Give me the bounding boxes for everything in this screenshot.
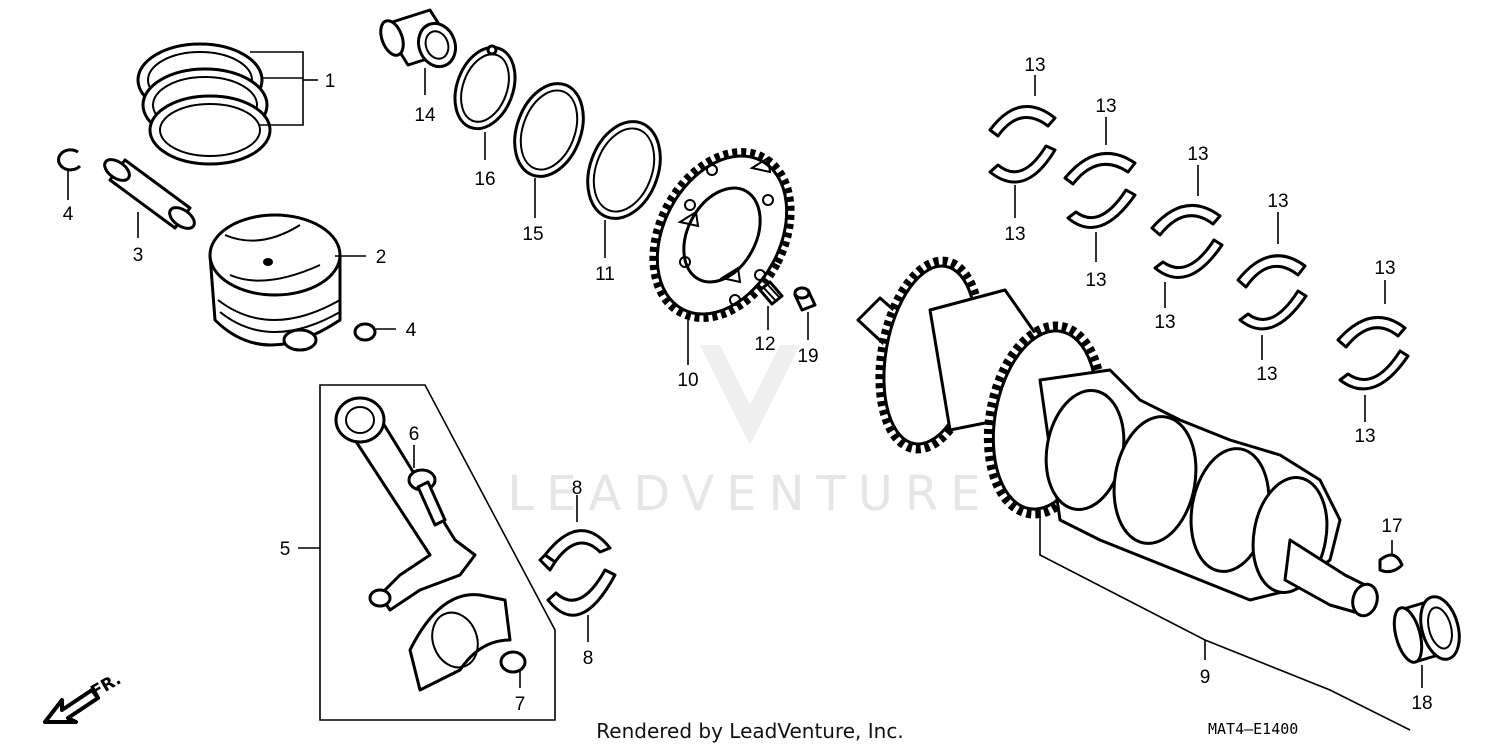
connecting-rod-cap[interactable] — [408, 593, 512, 692]
callout-7: 7 — [515, 694, 526, 715]
callout-19: 19 — [797, 346, 818, 367]
callout-8-lower: 8 — [583, 648, 594, 669]
piston-pin-clip-right[interactable] — [353, 322, 377, 342]
callout-12: 12 — [754, 334, 775, 355]
connecting-rod-nut[interactable] — [499, 650, 527, 674]
damper-spring[interactable] — [758, 280, 784, 306]
thrust-washer[interactable] — [575, 111, 673, 228]
callout-13-f: 13 — [1154, 312, 1175, 333]
callout-13-j: 13 — [1354, 426, 1375, 447]
watermark: LEADVENTURE — [507, 345, 992, 522]
callout-13-i: 13 — [1374, 258, 1395, 279]
callout-3: 3 — [133, 245, 144, 266]
callout-13-h: 13 — [1256, 364, 1277, 385]
main-bearing-pair-2[interactable] — [1063, 151, 1137, 229]
woodruff-key[interactable] — [1378, 553, 1404, 574]
watermark-text: LEADVENTURE — [507, 466, 992, 522]
piston-rings[interactable] — [136, 42, 272, 166]
callout-14: 14 — [414, 105, 436, 126]
main-bearing-pair-1[interactable] — [988, 104, 1057, 184]
crankshaft-end-bearing[interactable] — [1389, 592, 1466, 665]
callout-10: 10 — [677, 370, 698, 391]
snap-ring[interactable] — [444, 39, 525, 137]
arrow-down-left-icon — [43, 688, 100, 724]
render-credit: Rendered by LeadVenture, Inc. — [596, 719, 903, 743]
callout-16: 16 — [474, 169, 495, 190]
callout-13-b: 13 — [1004, 224, 1025, 245]
callout-13-c: 13 — [1095, 96, 1116, 117]
piston[interactable] — [208, 213, 342, 352]
callout-9: 9 — [1200, 667, 1211, 688]
main-bearing-pair-3[interactable] — [1150, 203, 1224, 279]
thrust-shim[interactable] — [503, 74, 596, 186]
callout-4-right: 4 — [406, 320, 417, 341]
piston-pin[interactable] — [101, 155, 198, 232]
dowel-pin[interactable] — [793, 286, 817, 312]
main-bearing-pair-5[interactable] — [1336, 315, 1410, 391]
starter-driven-gear[interactable] — [626, 128, 818, 342]
connecting-rod-bearing-upper[interactable] — [538, 529, 612, 572]
callout-11: 11 — [595, 264, 615, 285]
piston-pin-clip-left[interactable] — [57, 148, 82, 172]
callout-18: 18 — [1411, 693, 1432, 714]
connecting-rod-bearing-lower[interactable] — [546, 568, 617, 617]
callout-13-g: 13 — [1267, 191, 1288, 212]
callout-8-upper: 8 — [572, 478, 583, 499]
callout-4-left: 4 — [63, 204, 74, 225]
callout-13-a: 13 — [1024, 55, 1045, 76]
needle-bearing[interactable] — [376, 8, 461, 72]
callout-5: 5 — [280, 539, 291, 560]
callout-13-e: 13 — [1187, 144, 1208, 165]
crankshaft[interactable] — [856, 253, 1381, 618]
callout-15: 15 — [522, 224, 543, 245]
main-bearing-pair-4[interactable] — [1236, 254, 1308, 331]
diagram-code: MAT4–E1400 — [1208, 720, 1298, 738]
connecting-rod-bolt[interactable] — [407, 468, 447, 527]
callout-2: 2 — [376, 247, 387, 268]
callout-13-d: 13 — [1085, 270, 1106, 291]
callout-6: 6 — [409, 424, 420, 445]
callout-17: 17 — [1381, 516, 1402, 537]
callout-1: 1 — [325, 71, 336, 92]
connecting-rod[interactable] — [334, 396, 477, 612]
